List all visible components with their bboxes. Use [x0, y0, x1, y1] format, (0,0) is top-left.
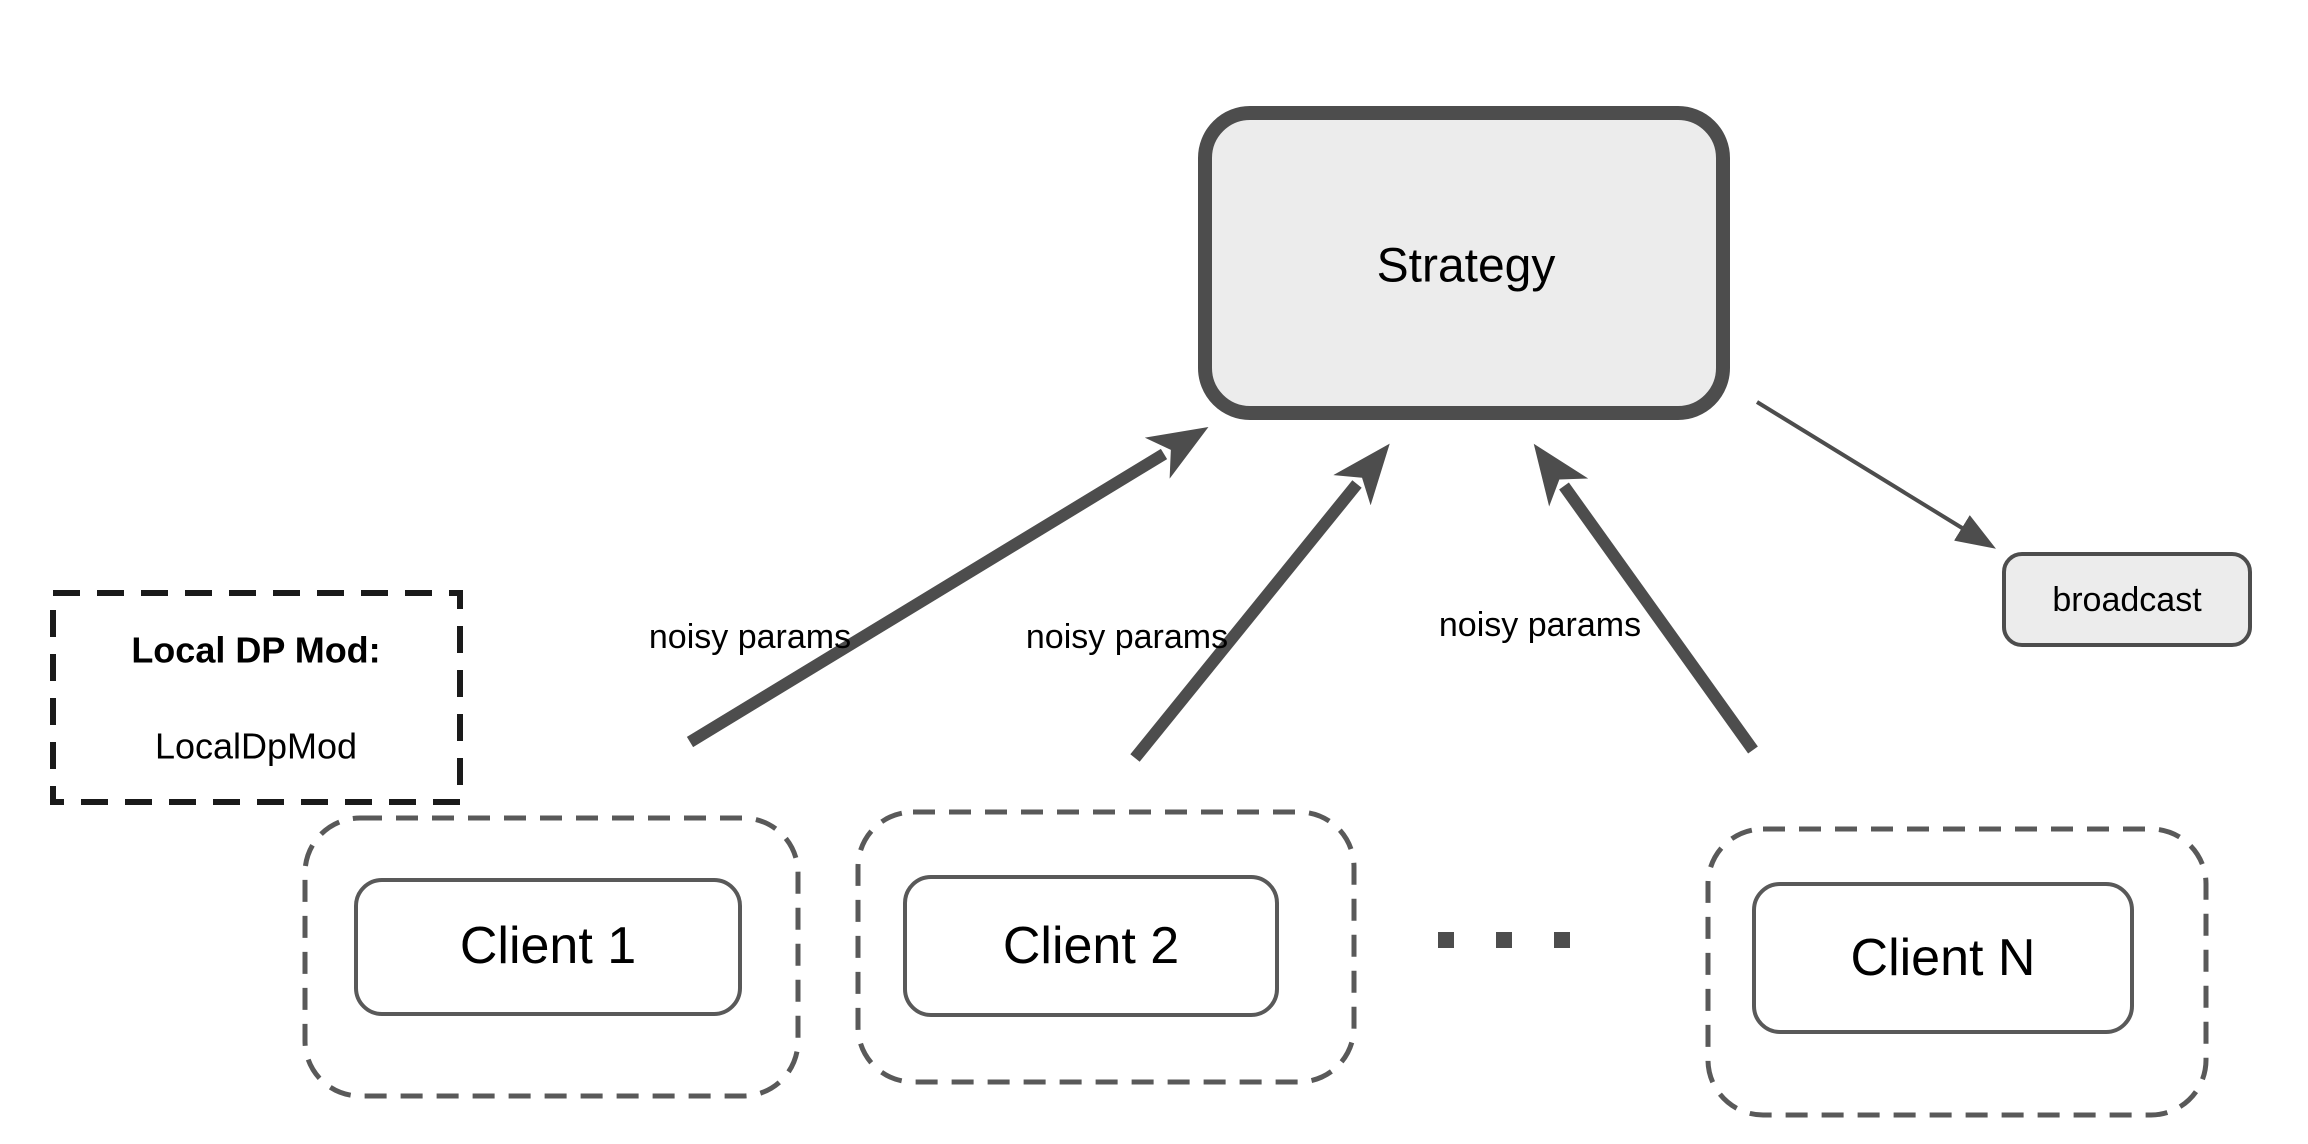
edge-label-noisy-params-2: noisy params: [1026, 618, 1228, 656]
local-dp-mod-value: LocalDpMod: [155, 726, 357, 767]
arrow-clientN-to-strategy: [1533, 443, 1758, 754]
client-1-container: [302, 815, 801, 1099]
local-dp-mod-title: Local DP Mod:: [131, 630, 380, 671]
ellipsis-dot: [1496, 932, 1512, 948]
client-2-label: Client 2: [1003, 917, 1179, 975]
client-2-node: [903, 875, 1279, 1017]
client-1-label: Client 1: [460, 917, 636, 975]
strategy-label: Strategy: [1377, 240, 1556, 293]
strategy-box: [1198, 106, 1730, 420]
client-n-node: [1752, 882, 2134, 1034]
client-2-container: [855, 809, 1357, 1085]
arrow-strategy-to-broadcast: [1755, 400, 1996, 549]
ellipsis-dots: [1438, 932, 1570, 948]
broadcast-label: broadcast: [2052, 581, 2202, 619]
ellipsis-dot: [1438, 932, 1454, 948]
ellipsis-dot: [1554, 932, 1570, 948]
client-1-group: Client 1: [302, 815, 801, 1099]
arrow-client2-to-strategy: [1130, 443, 1390, 762]
broadcast-node: broadcast: [2002, 552, 2252, 647]
edge-label-noisy-params-3: noisy params: [1439, 606, 1641, 644]
client-n-container: [1705, 826, 2209, 1118]
local-dp-mod-box: [50, 590, 463, 805]
client-2-group: Client 2: [855, 809, 1357, 1085]
arrow-client1-to-strategy: [686, 426, 1209, 748]
edges-noisy-params: [686, 426, 1758, 762]
client-1-node: [354, 878, 742, 1016]
strategy-node: Strategy: [1198, 106, 1730, 420]
broadcast-box: [2002, 552, 2252, 647]
client-n-group: Client N: [1705, 826, 2209, 1118]
edge-label-noisy-params-1: noisy params: [649, 618, 851, 656]
client-n-label: Client N: [1851, 929, 2036, 987]
local-dp-mod-annotation: Local DP Mod: LocalDpMod: [50, 590, 463, 805]
